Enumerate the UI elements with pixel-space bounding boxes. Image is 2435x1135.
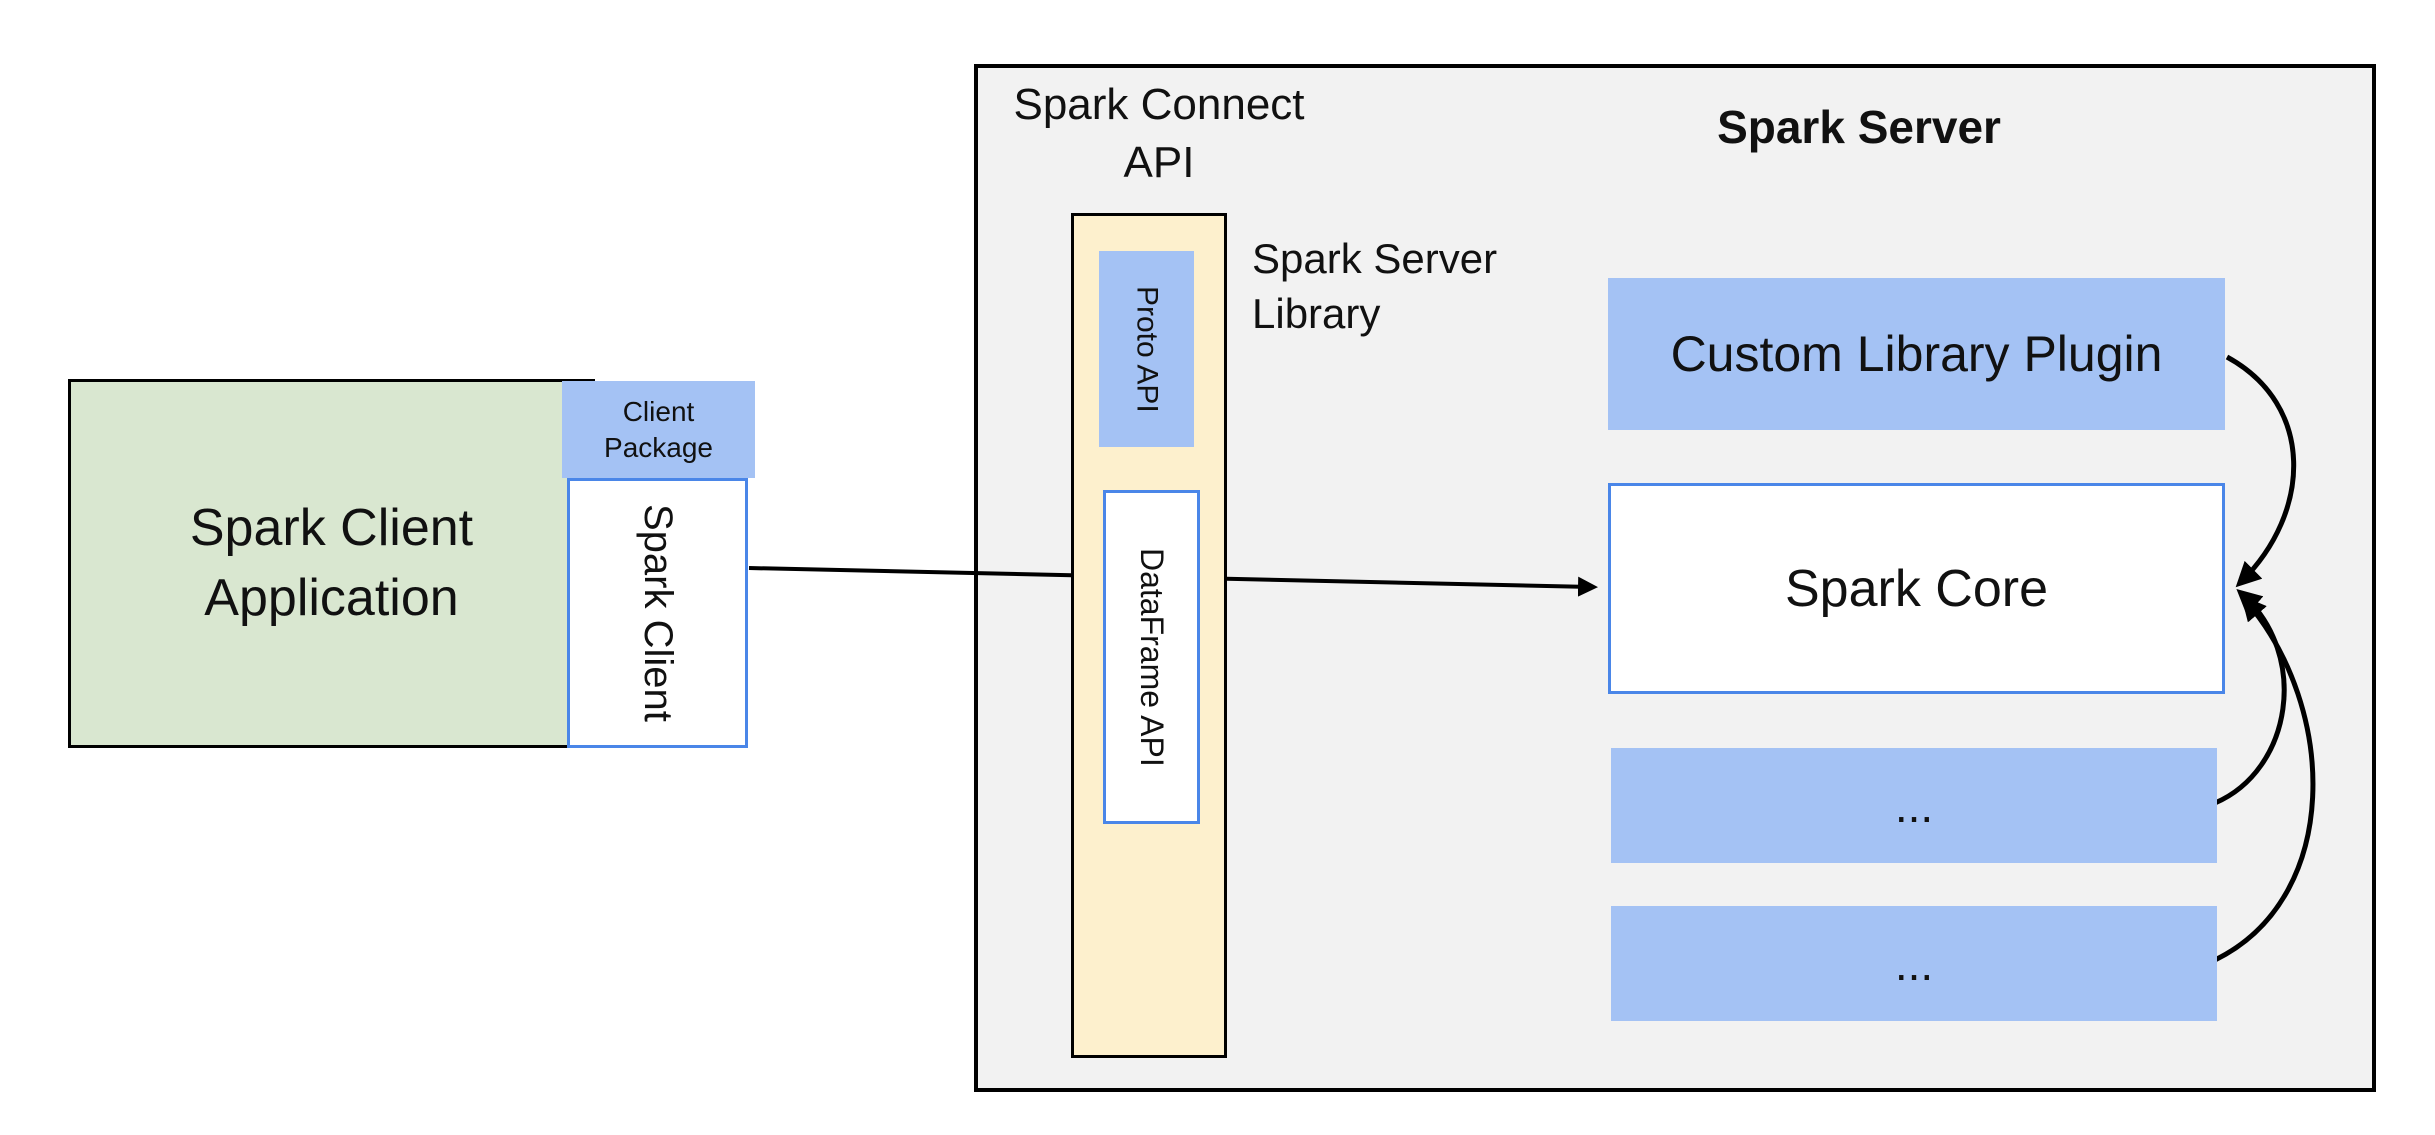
spark-server-library-label: Spark Server Library [1252,235,1498,337]
custom-library-plugin-box: Custom Library Plugin [1608,278,2225,430]
spark-client-application-box: Spark Client Application [68,379,595,748]
client-package-label: Client Package [604,395,713,463]
ellipsis-box-2: ... [1611,906,2217,1021]
spark-core-label: Spark Core [1785,559,2048,618]
dataframe-api-box: DataFrame API [1103,490,1200,824]
spark-client-label: Spark Client [636,504,680,722]
client-package-box: Client Package [562,381,755,478]
spark-connect-api-label: Spark Connect API [1013,80,1305,188]
spark-client-application-label: Spark Client Application [189,498,474,627]
dataframe-api-label: DataFrame API [1134,547,1170,767]
proto-api-box: Proto API [1099,251,1194,447]
ellipsis-box-1: ... [1611,748,2217,863]
arrow-plugin-to-core [2225,354,2297,588]
arrow-ellipsis1-to-core [2214,588,2287,806]
arrow-ellipsis2-to-core [2213,595,2316,963]
spark-client-box: Spark Client [567,478,748,748]
proto-api-label: Proto API [1130,285,1164,413]
spark-server-title: Spark Server [1717,101,2001,153]
ellipsis-box-1-label: ... [1894,779,1934,832]
spark-core-box: Spark Core [1608,483,2225,694]
custom-library-plugin-label: Custom Library Plugin [1670,326,2163,382]
ellipsis-box-2-label: ... [1894,937,1934,990]
